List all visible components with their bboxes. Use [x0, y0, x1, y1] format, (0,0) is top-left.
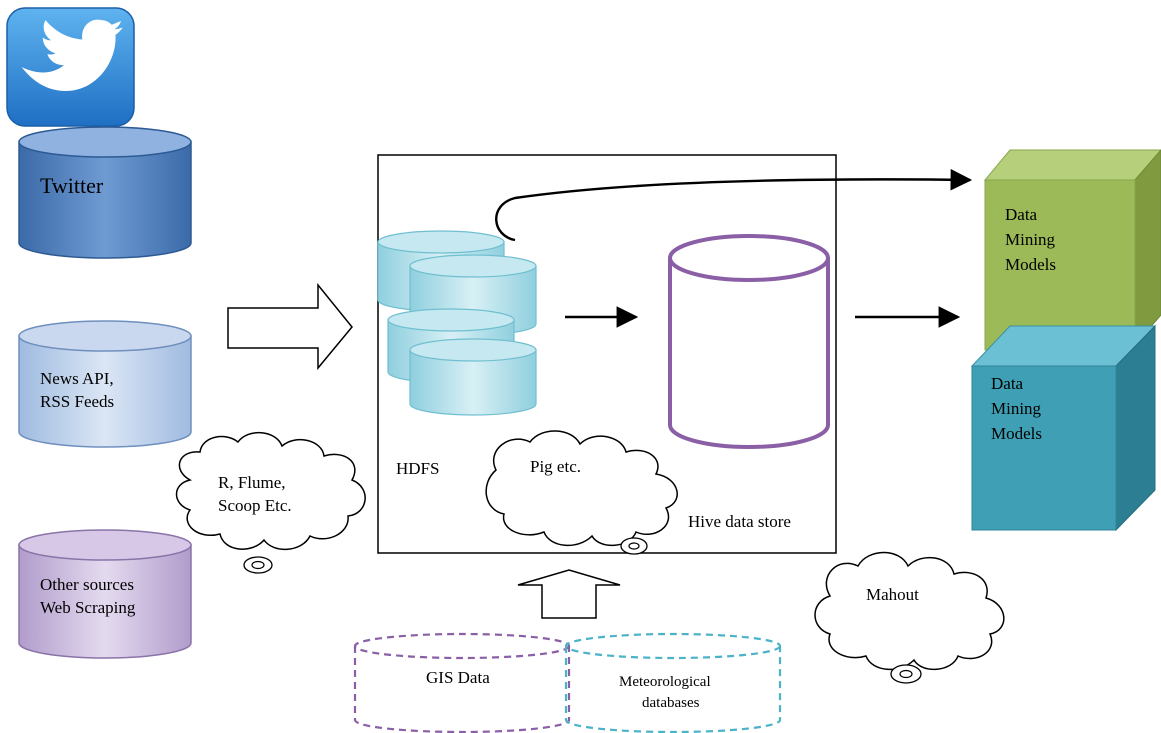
twitter-bird-icon: [6, 7, 135, 127]
gis-data-database: GIS Data: [353, 632, 571, 733]
hdfs-storage-stack: [377, 230, 537, 416]
hdfs-label: HDFS: [396, 459, 439, 478]
ingest-cloud-line2: Scoop Etc.: [218, 496, 292, 515]
hadoop-cluster-box: [377, 154, 837, 554]
met-label-line1: Meteorological: [619, 674, 711, 690]
pig-label: Pig etc.: [530, 457, 581, 476]
ingest-tools-cloud: R, Flume, Scoop Etc.: [175, 432, 366, 574]
news-api-database: News API, RSS Feeds: [18, 320, 192, 448]
mahout-cloud: Mahout: [814, 551, 1005, 684]
news-label-line1: News API,: [40, 369, 114, 388]
external-data-arrow: [517, 569, 621, 619]
blue-model-line1: Data: [991, 374, 1024, 393]
pig-cloud: Pig etc.: [485, 430, 678, 555]
blue-model-line3: Models: [991, 424, 1042, 443]
meteorological-database: Meteorological databases: [564, 632, 782, 733]
data-mining-models-green-cube: Data Mining Models: [983, 149, 1161, 351]
met-label-line2: databases: [642, 695, 700, 711]
twitter-database: Twitter: [18, 126, 192, 259]
ingest-cloud-line1: R, Flume,: [218, 473, 286, 492]
green-model-line2: Mining: [1005, 230, 1056, 249]
gis-label: GIS Data: [426, 668, 490, 687]
blue-model-line2: Mining: [991, 399, 1042, 418]
hive-label: Hive data store: [688, 512, 791, 531]
hdfs-to-models-curved-arrow: [495, 168, 973, 242]
news-label-line2: RSS Feeds: [40, 392, 114, 411]
ingest-arrow: [227, 282, 353, 371]
other-label-line1: Other sources: [40, 575, 134, 594]
hive-data-store: [668, 234, 830, 449]
green-model-line1: Data: [1005, 205, 1038, 224]
other-label-line2: Web Scraping: [40, 598, 136, 617]
twitter-label: Twitter: [40, 173, 104, 198]
green-model-line3: Models: [1005, 255, 1056, 274]
data-mining-models-blue-cube: Data Mining Models: [970, 324, 1157, 532]
mahout-label: Mahout: [866, 585, 919, 604]
other-sources-database: Other sources Web Scraping: [18, 529, 192, 659]
